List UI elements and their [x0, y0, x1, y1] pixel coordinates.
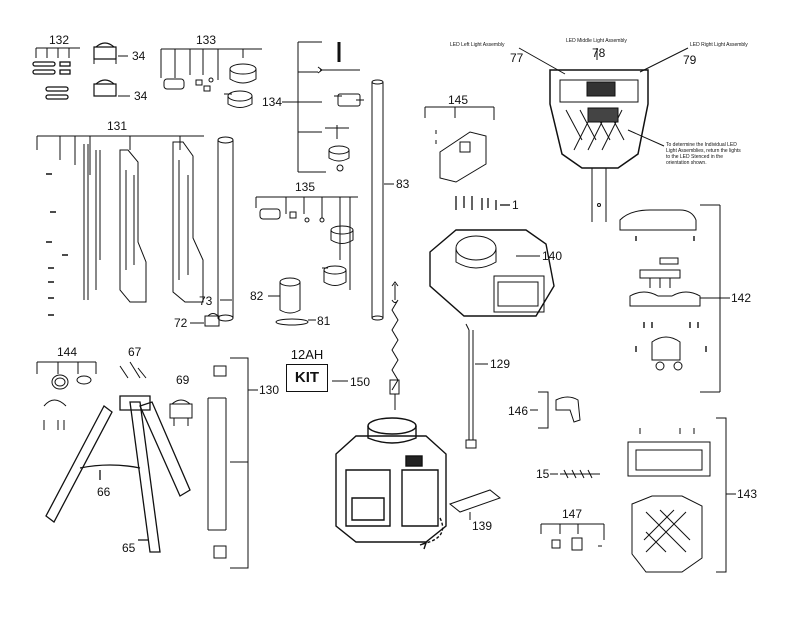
part-1-screws [455, 196, 510, 210]
label-140: 140 [542, 249, 562, 263]
part-83-pole [371, 79, 394, 321]
label-1: 1 [512, 198, 519, 212]
label-77: 77 [510, 51, 524, 65]
label-139: 139 [472, 519, 492, 533]
group-131 [36, 135, 204, 316]
label-130: 130 [259, 383, 279, 397]
tripod-legs [45, 395, 191, 553]
note-instruction-2: Light Assemblies, return the lights [666, 148, 741, 154]
label-34-top: 34 [132, 49, 146, 63]
part-15-spring [550, 469, 600, 479]
part-81-ring [275, 318, 316, 326]
label-134: 134 [262, 95, 282, 109]
label-129: 129 [490, 357, 510, 371]
label-131: 131 [107, 119, 127, 133]
note-middle-assembly: LED Middle Light Assembly [566, 38, 627, 44]
note-left-assembly: LED Left Light Assembly [450, 42, 505, 48]
lantern-body [335, 417, 447, 550]
label-143: 143 [737, 487, 757, 501]
group-147 [540, 523, 605, 551]
label-78: 78 [592, 46, 606, 60]
kit-label: 12AH KIT [283, 348, 331, 394]
kit-box: KIT [286, 364, 328, 392]
label-65: 65 [122, 541, 136, 555]
note-instruction-4: orientation shown. [666, 160, 707, 166]
cord-assembly [389, 281, 400, 410]
label-133: 133 [196, 33, 216, 47]
group-142 [619, 204, 730, 393]
note-right-assembly: LED Right Light Assembly [690, 42, 748, 48]
label-67: 67 [128, 345, 142, 359]
label-66: 66 [97, 485, 111, 499]
light-head-assembly [518, 47, 689, 222]
part-82-sleeve [268, 277, 301, 314]
part-67-pins [119, 361, 147, 379]
label-69: 69 [176, 373, 190, 387]
label-132: 132 [49, 33, 69, 47]
label-72: 72 [174, 316, 188, 330]
label-150: 150 [350, 375, 370, 389]
part-72-clip [190, 313, 220, 327]
group-135 [255, 196, 358, 290]
part-34-clamps [93, 42, 130, 97]
group-143 [627, 417, 736, 573]
label-82: 82 [250, 289, 264, 303]
group-133 [160, 48, 262, 108]
note-instruction-3: to the LED Stenced in the [666, 154, 723, 160]
group-145 [424, 106, 495, 183]
part-129-wires [465, 323, 488, 449]
part-139-sheet [448, 489, 502, 520]
label-83: 83 [396, 177, 410, 191]
part-73-tube [217, 136, 234, 322]
label-135: 135 [295, 180, 315, 194]
group-134 [282, 41, 364, 173]
label-146: 146 [508, 404, 528, 418]
group-130 [207, 357, 258, 569]
kit-amp-hours: 12AH [290, 347, 324, 362]
label-142: 142 [731, 291, 751, 305]
part-140-base [429, 229, 555, 317]
group-146 [530, 391, 581, 429]
label-144: 144 [57, 345, 77, 359]
label-79: 79 [683, 53, 697, 67]
label-15: 15 [536, 467, 550, 481]
note-instruction-1: To determine the Individual LED [666, 142, 737, 148]
label-145: 145 [448, 93, 468, 107]
group-132 [32, 47, 80, 100]
part-69-clamp [169, 399, 193, 426]
label-81: 81 [317, 314, 331, 328]
label-147: 147 [562, 507, 582, 521]
group-144 [36, 361, 97, 430]
label-73: 73 [199, 294, 213, 308]
label-34-bottom: 34 [134, 89, 148, 103]
